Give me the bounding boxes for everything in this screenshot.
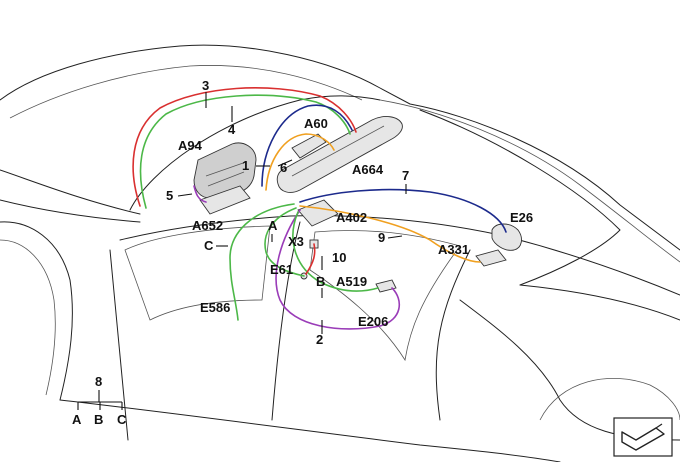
roof-seam <box>9 65 363 119</box>
label-a652: A652 <box>192 218 223 233</box>
wire-navy-top <box>261 104 353 187</box>
windshield-top <box>129 95 381 211</box>
label-9: 9 <box>378 230 385 245</box>
front-door-window <box>124 225 271 321</box>
wire-navy-7 <box>299 188 507 233</box>
wire-green-roof <box>139 94 351 209</box>
rear-wheel-arch <box>539 378 680 421</box>
a60-component <box>291 133 327 159</box>
part-labels: 3 4 A94 A60 1 6 A664 7 5 A652 A402 E26 A… <box>166 78 533 347</box>
door-top-line <box>119 215 680 296</box>
wire-orange-9 <box>299 205 481 263</box>
label-3: 3 <box>202 78 209 93</box>
label-2: 2 <box>316 332 323 347</box>
a94-detail <box>205 161 247 187</box>
label-5: 5 <box>166 188 173 203</box>
components <box>193 116 522 293</box>
legend-a: A <box>72 412 82 427</box>
legend-c: C <box>117 412 127 427</box>
front-wheel-inner <box>0 239 56 396</box>
label-e61: E61 <box>270 262 293 277</box>
wiring-harness <box>132 87 507 330</box>
roof-rail-right <box>379 99 680 263</box>
a519-component <box>375 279 397 293</box>
a402-component <box>297 199 339 227</box>
c-pillar <box>435 249 471 421</box>
rocker-line <box>59 399 561 462</box>
label-a94: A94 <box>178 138 203 153</box>
label-a60: A60 <box>304 116 328 131</box>
wire-orange-top <box>265 133 335 191</box>
front-door-edge <box>109 249 129 441</box>
wire-red-10 <box>305 243 316 275</box>
label-e206: E206 <box>358 314 388 329</box>
label-10: 10 <box>332 250 346 265</box>
a664-inner <box>291 125 385 177</box>
wire-red-roof <box>132 87 357 207</box>
label-a519: A519 <box>336 274 367 289</box>
legend-tree: 8 A B C <box>72 374 127 427</box>
roof-outline <box>0 44 680 251</box>
diagram-type-icon <box>613 417 673 457</box>
trunk-lid <box>519 284 680 321</box>
hood-line <box>0 199 141 223</box>
wire-green-a <box>264 207 305 277</box>
a331-component <box>475 249 507 267</box>
a664-component <box>276 116 403 193</box>
label-4: 4 <box>228 122 236 137</box>
rear-window <box>419 109 621 286</box>
legend-b: B <box>94 412 103 427</box>
a94-component <box>193 142 257 199</box>
label-e26: E26 <box>510 210 533 225</box>
label-e586: E586 <box>200 300 230 315</box>
label-a: A <box>268 218 278 233</box>
label-6: 6 <box>280 160 287 175</box>
leader-9 <box>387 235 403 239</box>
label-a331: A331 <box>438 242 469 257</box>
label-a402: A402 <box>336 210 367 225</box>
label-c: C <box>204 238 214 253</box>
leader-5 <box>177 193 193 197</box>
label-7: 7 <box>402 168 409 183</box>
rear-door-window <box>309 230 461 362</box>
a652-component <box>199 185 251 215</box>
a-pillar <box>0 169 141 215</box>
wire-green-c <box>229 203 295 321</box>
legend-8: 8 <box>95 374 102 389</box>
leader-lines <box>177 92 407 334</box>
label-1: 1 <box>242 158 249 173</box>
e26-component <box>491 223 522 251</box>
car-body-outline <box>0 44 680 462</box>
leader-6 <box>277 159 293 167</box>
label-b: B <box>316 274 325 289</box>
label-x3: X3 <box>288 234 304 249</box>
b-pillar <box>271 221 301 421</box>
label-a664: A664 <box>352 162 384 177</box>
front-wheel-arch <box>0 221 73 401</box>
wire-purple-2 <box>275 209 401 330</box>
wire-green-b <box>292 211 379 292</box>
wire-purple-5 <box>193 185 207 203</box>
